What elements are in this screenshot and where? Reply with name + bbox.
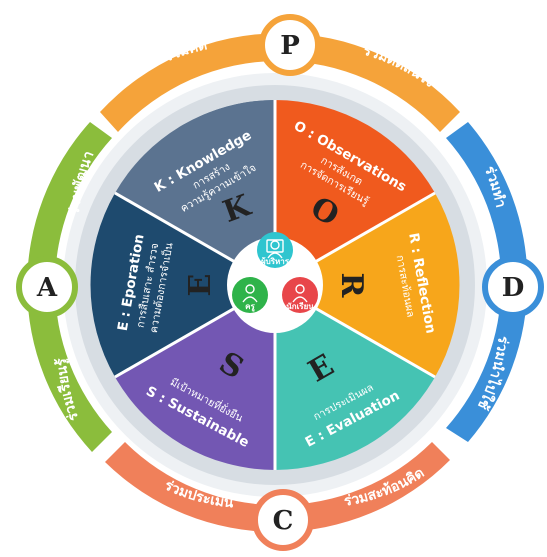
hub-teacher-label: ครู: [245, 302, 255, 312]
segment-s: [115, 285, 275, 470]
badge-d-letter: D: [502, 273, 525, 303]
badge-p-letter: P: [280, 31, 300, 61]
band-d: [446, 122, 528, 442]
band-c: [105, 442, 450, 533]
hub-admin-circle: [257, 232, 293, 268]
segments-group: [90, 100, 460, 470]
hub-student-circle: [282, 277, 318, 313]
hub-admin-label: ผู้บริหาร: [261, 256, 290, 267]
pdca-badges: P D C A: [16, 14, 544, 551]
teacher-icon: [242, 284, 258, 303]
outer-ring: [27, 33, 528, 533]
segment-r: [275, 193, 460, 377]
hub-student-label: นักเรียน: [286, 301, 314, 311]
segment-e-evaluation: [275, 285, 435, 470]
badge-d: D: [482, 256, 544, 318]
hub-teacher-circle: [232, 277, 268, 313]
badge-p: P: [259, 14, 321, 76]
hub: ผู้บริหาร ครู นักเรียน: [227, 232, 323, 333]
segment-e-eporation: [90, 193, 276, 377]
badge-c: C: [252, 489, 314, 551]
band-p: [100, 33, 460, 133]
segment-k-left: [115, 100, 275, 285]
badge-a-letter: A: [36, 273, 58, 303]
segment-o: [275, 100, 435, 285]
student-icon: [292, 284, 308, 303]
letter-e1: E: [183, 274, 218, 297]
badge-c-letter: C: [273, 506, 294, 536]
badge-a: A: [16, 256, 78, 318]
admin-icon: [266, 239, 284, 259]
band-a: [27, 122, 112, 452]
letter-r: R: [334, 273, 369, 299]
